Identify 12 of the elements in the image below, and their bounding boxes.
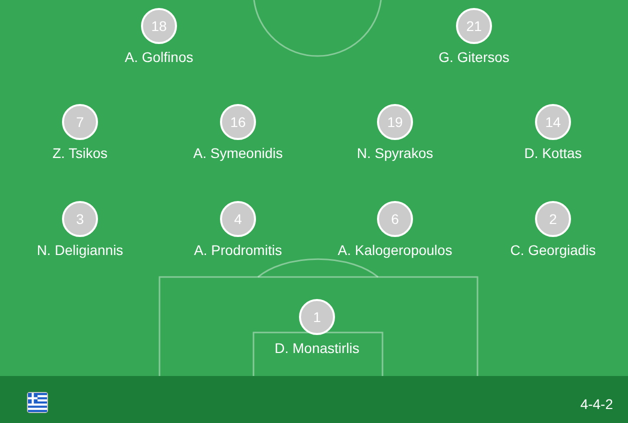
player-name: D. Kottas — [524, 145, 582, 162]
player-name: A. Golfinos — [124, 49, 194, 66]
player-name: A. Symeonidis — [193, 145, 283, 162]
player-name: Z. Tsikos — [52, 145, 108, 162]
player-name: A. Kalogeropoulos — [338, 242, 452, 259]
player-name: G. Gitersos — [438, 49, 510, 66]
player-name: C. Georgiadis — [510, 242, 596, 259]
player-name: N. Spyrakos — [356, 145, 434, 162]
formation-label: 4-4-2 — [580, 396, 613, 413]
player-name: N. Deligiannis — [36, 242, 124, 259]
player-name: D. Monastirlis — [274, 340, 360, 357]
player-name: A. Prodromitis — [194, 242, 282, 259]
